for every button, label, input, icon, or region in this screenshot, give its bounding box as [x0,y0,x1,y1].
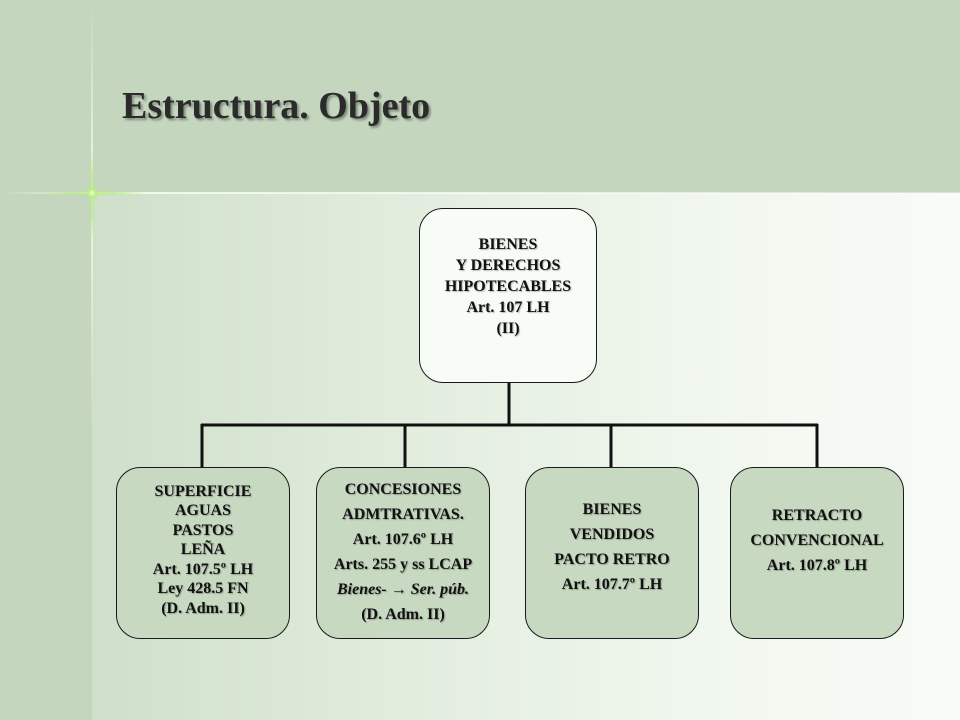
child-line: PASTOS [172,521,234,539]
child-node-retracto: RETRACTO CONVENCIONAL Art. 107.8º LH [730,467,904,639]
child-line-bienes-ser-pub: Bienes- → Ser. púb. [334,577,472,602]
child-line: AGUAS [174,502,231,520]
child-node-concesiones: CONCESIONES ADMTRATIVAS. Art. 107.6º LH … [316,467,490,639]
child-line: CONVENCIONAL [750,531,884,549]
child-node-bienes-vendidos: BIENES VENDIDOS PACTO RETRO Art. 107.7º … [525,467,699,639]
root-line: BIENES [478,236,538,253]
child-line: Art. 107.5º LH [152,560,254,578]
slide-title: Estructura. Objeto [122,85,431,127]
child-line: (D. Adm. II) [161,599,245,617]
root-line: Art. 107 LH [466,299,550,316]
child-line: (D. Adm. II) [361,606,445,623]
child-line: Art. 107.7º LH [561,576,663,593]
italic-after: Ser. púb. [410,581,470,598]
decorative-vertical-line [91,0,93,720]
root-node-bienes-hipotecables: BIENES Y DERECHOS HIPOTECABLES Art. 107 … [419,208,597,383]
root-line: HIPOTECABLES [444,278,572,295]
child-line: VENDIDOS [569,526,655,543]
child-line: Arts. 255 y ss LCAP [333,556,473,573]
italic-before: Bienes- [336,581,387,598]
child-line: Art. 107.8º LH [766,556,868,574]
child-line: LEÑA [180,541,226,559]
arrow-right-icon: → [390,581,407,598]
child-line: RETRACTO [771,506,863,524]
child-line: ADMTRATIVAS. [342,506,464,523]
child-line: PACTO RETRO [554,551,670,568]
decorative-horizontal-line [0,192,960,194]
child-line: BIENES [582,501,642,518]
child-node-superficie: SUPERFICIE AGUAS PASTOS LEÑA Art. 107.5º… [116,467,290,639]
root-line: Y DERECHOS [455,257,561,274]
root-line: (II) [496,320,520,337]
child-line: CONCESIONES [344,481,462,498]
child-line: SUPERFICIE [154,482,252,500]
child-line: Ley 428.5 FN [157,580,249,598]
sparkle-icon [86,187,98,199]
child-line: Art. 107.6º LH [352,531,454,548]
